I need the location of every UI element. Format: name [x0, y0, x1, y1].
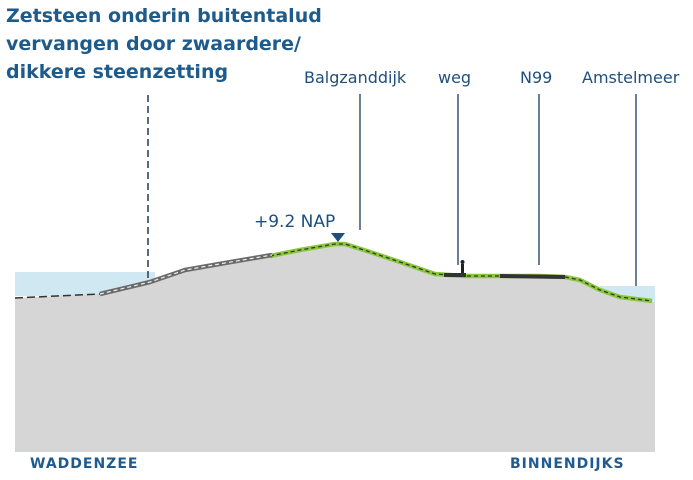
person-head: [460, 260, 465, 264]
title-line-2: vervangen door zwaardere/: [6, 33, 302, 55]
label-waddenzee: WADDENZEE: [30, 456, 139, 472]
title-line-3: dikkere steenzetting: [6, 61, 229, 83]
crest-marker: [331, 233, 345, 242]
road-n99: [499, 274, 566, 279]
grass-dash-overlay: [269, 243, 653, 302]
label-binnendijks: BINNENDIJKS: [510, 456, 625, 472]
label-n99: N99: [520, 68, 553, 87]
label-balgzanddijk: Balgzanddijk: [304, 68, 407, 87]
waddenzee-water: [15, 272, 155, 296]
label-weg: weg: [438, 68, 472, 87]
crest-height-label: +9.2 NAP: [254, 212, 336, 232]
title-line-1: Zetsteen onderin buitentalud: [6, 5, 322, 27]
revetment-dash-overlay: [99, 254, 273, 295]
amstelmeer-water: [600, 286, 655, 302]
seabed-line: [14, 293, 101, 299]
stone-revetment: [99, 252, 273, 297]
person-marker: [461, 264, 464, 273]
grass-cover: [269, 241, 653, 304]
label-amstelmeer: Amstelmeer: [582, 68, 680, 87]
ground-body: [15, 244, 655, 452]
